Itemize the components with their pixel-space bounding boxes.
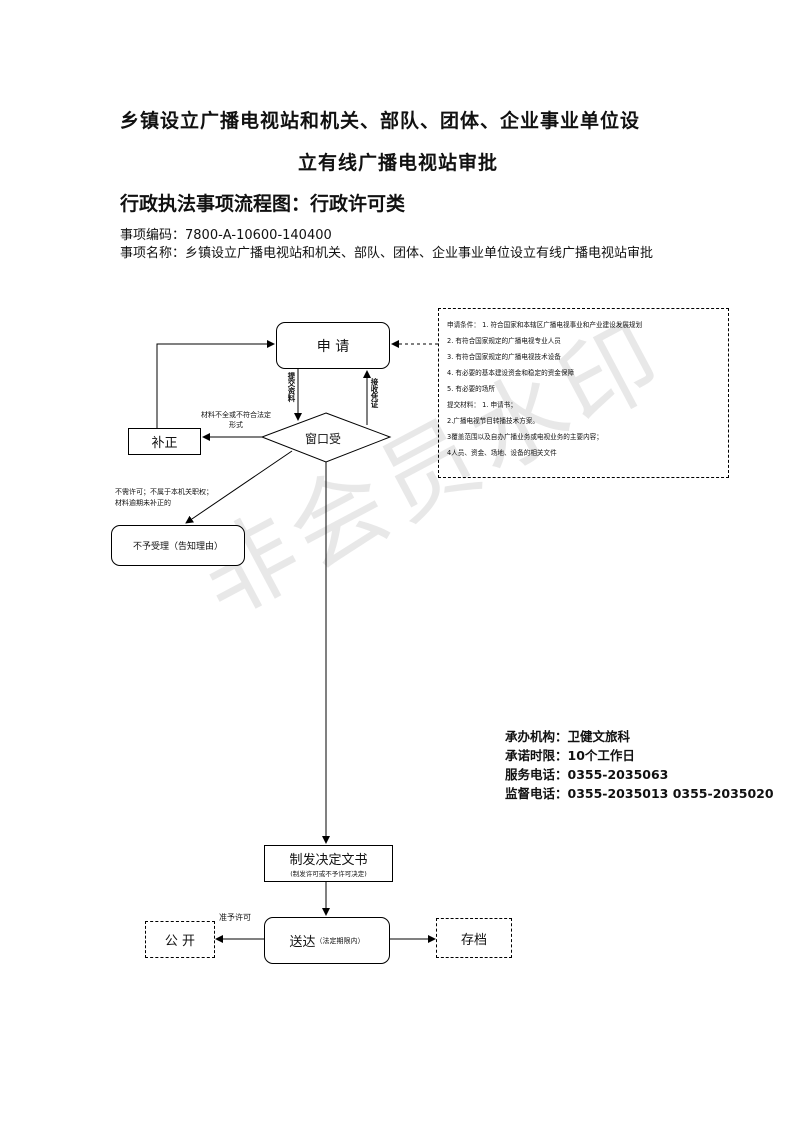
supplement-note: 材料不全或不符合法定形式 — [201, 411, 271, 429]
contact-info: 承办机构：卫健文旅科 承诺时限：10个工作日 服务电话：0355-2035063… — [505, 727, 774, 803]
condition-line: 5. 有必要的场所 — [447, 385, 495, 393]
apply-label: 申 请 — [316, 338, 350, 355]
archive-box: 存档 — [436, 918, 512, 958]
time-limit: 承诺时限：10个工作日 — [505, 748, 635, 763]
item-name-label: 事项名称： — [120, 246, 186, 261]
publish-note: 准予许可 — [219, 913, 251, 922]
item-code-value: 7800-A-10600-140400 — [185, 228, 332, 243]
supervise-phone: 监督电话：0355-2035013 0355-2035020 — [505, 786, 774, 801]
decision-box: 制发决定文书 (制发许可或不予许可决定) — [264, 845, 393, 882]
page-title-line1: 乡镇设立广播电视站和机关、部队、团体、企业事业单位设 — [120, 110, 641, 132]
condition-line: 申请条件： 1. 符合国家和本辖区广播电视事业和产业建设发展规划 — [447, 321, 643, 329]
page-title-line2: 立有线广播电视站审批 — [298, 152, 499, 174]
condition-line: 4人员、资金、场地、设备的相关文件 — [447, 449, 557, 457]
conditions-box: 申请条件： 1. 符合国家和本辖区广播电视事业和产业建设发展规划 2. 有符合国… — [438, 308, 729, 478]
service-phone: 服务电话：0355-2035063 — [505, 767, 669, 782]
deliver-sublabel: （法定期限内） — [315, 936, 365, 945]
condition-line: 2. 有符合国家规定的广播电视专业人员 — [447, 337, 561, 345]
deliver-label: 送达 — [289, 935, 316, 950]
condition-line: 3. 有符合国家规定的广播电视技术设备 — [447, 353, 561, 361]
receive-credential-label: 接收凭证 — [370, 378, 379, 408]
publish-box: 公 开 — [145, 921, 215, 958]
condition-line: 提交材料： 1. 申请书； — [447, 401, 517, 409]
condition-line: 2.广播电视节目转播技术方案。 — [447, 417, 540, 425]
publish-label: 公 开 — [164, 934, 196, 949]
item-name: 事项名称：乡镇设立广播电视站和机关、部队、团体、企业事业单位设立有线广播电视站审… — [120, 243, 700, 264]
decision-sublabel: (制发许可或不予许可决定) — [290, 870, 367, 878]
deliver-box: 送达（法定期限内） — [264, 917, 390, 964]
supplement-box: 补正 — [128, 428, 201, 455]
category-heading: 行政执法事项流程图：行政许可类 — [120, 193, 406, 215]
agency: 承办机构：卫健文旅科 — [505, 729, 631, 744]
reject-note: 不需许可；不属于本机关职权；材料逾期未补正的 — [115, 488, 213, 507]
archive-label: 存档 — [460, 932, 487, 948]
decision-label: 制发决定文书 — [289, 853, 368, 868]
reject-label: 不予受理（告知理由） — [132, 542, 223, 552]
condition-line: 3覆盖范围以及自办广播业务或电视业务的主要内容； — [447, 433, 603, 441]
supplement-label: 补正 — [151, 436, 178, 451]
item-name-value: 乡镇设立广播电视站和机关、部队、团体、企业事业单位设立有线广播电视站审批 — [185, 246, 654, 261]
condition-line: 4. 有必要的基本建设资金和稳定的资金保障 — [447, 369, 575, 377]
apply-box: 申 请 — [276, 322, 390, 369]
window-accept-label: 窗口受 — [305, 432, 342, 446]
item-code-label: 事项编码： — [120, 228, 186, 243]
item-code: 事项编码：7800-A-10600-140400 — [120, 224, 332, 243]
reject-box: 不予受理（告知理由） — [111, 525, 245, 566]
submit-materials-label: 提交资料 — [287, 372, 296, 402]
